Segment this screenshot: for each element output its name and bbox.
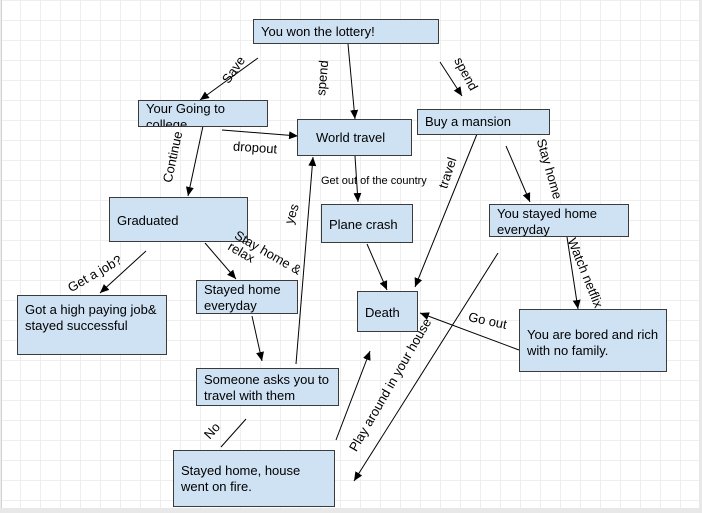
node-travel-invite-text: Someone asks you to travel with them (204, 372, 330, 403)
node-bored-rich: You are bored and rich with no family. (519, 309, 667, 372)
edge-world-travel-to-plane-crash (353, 155, 362, 203)
edge-stayed-home-to-house-fire (353, 252, 499, 482)
node-bored-rich-text: You are bored and rich with no family. (527, 327, 659, 358)
label-dropout: dropout (232, 138, 278, 157)
node-death: Death (357, 291, 418, 332)
node-house-fire-text: Stayed home, house went on fire. (181, 463, 301, 494)
node-high-paying-job-text: Got a high paying job& stayed successful (25, 302, 157, 333)
node-stayed-home-everyday-right-text: You stayed home everyday (497, 206, 597, 237)
node-house-fire: Stayed home, house went on fire. (173, 450, 335, 507)
node-travel-invite: Someone asks you to travel with them (196, 368, 339, 406)
edge-bored-to-death (419, 312, 520, 351)
node-mansion: Buy a mansion (417, 109, 550, 135)
edge-mansion-to-stayed-home (505, 145, 531, 203)
edge-stayed-home-to-bored (566, 236, 581, 310)
node-graduated-text: Graduated (117, 213, 179, 228)
edge-lottery-to-mansion (439, 61, 463, 97)
node-high-paying-job: Got a high paying job& stayed successful (17, 295, 167, 355)
node-world-travel: World travel (297, 119, 412, 156)
edge-college-to-graduated (185, 125, 204, 197)
edge-lottery-to-world-travel (347, 43, 359, 120)
node-stayed-home-everyday-left-text: Stayed home everyday (204, 282, 281, 313)
canvas-bottom-border (0, 508, 702, 513)
node-lottery-text: You won the lottery! (261, 24, 375, 39)
edge-house-fire-to-death (335, 350, 371, 441)
node-plane-crash: Plane crash (321, 204, 413, 243)
edge-graduated-to-job (99, 250, 147, 294)
node-world-travel-text: World travel (316, 130, 386, 145)
edge-stayed-home-to-invite (251, 315, 264, 362)
node-mansion-text: Buy a mansion (425, 114, 511, 129)
edge-college-to-world-travel (221, 129, 299, 140)
node-death-text: Death (365, 305, 400, 320)
node-college-text: Your Going to college (146, 101, 226, 127)
edge-plane-crash-to-death (366, 243, 388, 291)
node-college: Your Going to college (138, 100, 268, 127)
node-plane-crash-text: Plane crash (329, 217, 398, 232)
canvas-right-border (699, 0, 702, 513)
edge-mansion-to-death (414, 133, 478, 288)
edge-lottery-to-college (199, 57, 259, 101)
node-graduated: Graduated (109, 197, 248, 242)
edge-invite-to-house-fire (220, 418, 247, 448)
edge-invite-to-world-travel (295, 156, 317, 365)
label-get-out: Get out of the country (321, 175, 427, 187)
edge-graduated-to-stayed-home (204, 242, 237, 280)
node-lottery: You won the lottery! (253, 19, 439, 44)
node-stayed-home-everyday-left: Stayed home everyday (196, 280, 298, 314)
node-stayed-home-everyday-right: You stayed home everyday (489, 204, 629, 237)
canvas-left-border (1, 0, 2, 513)
